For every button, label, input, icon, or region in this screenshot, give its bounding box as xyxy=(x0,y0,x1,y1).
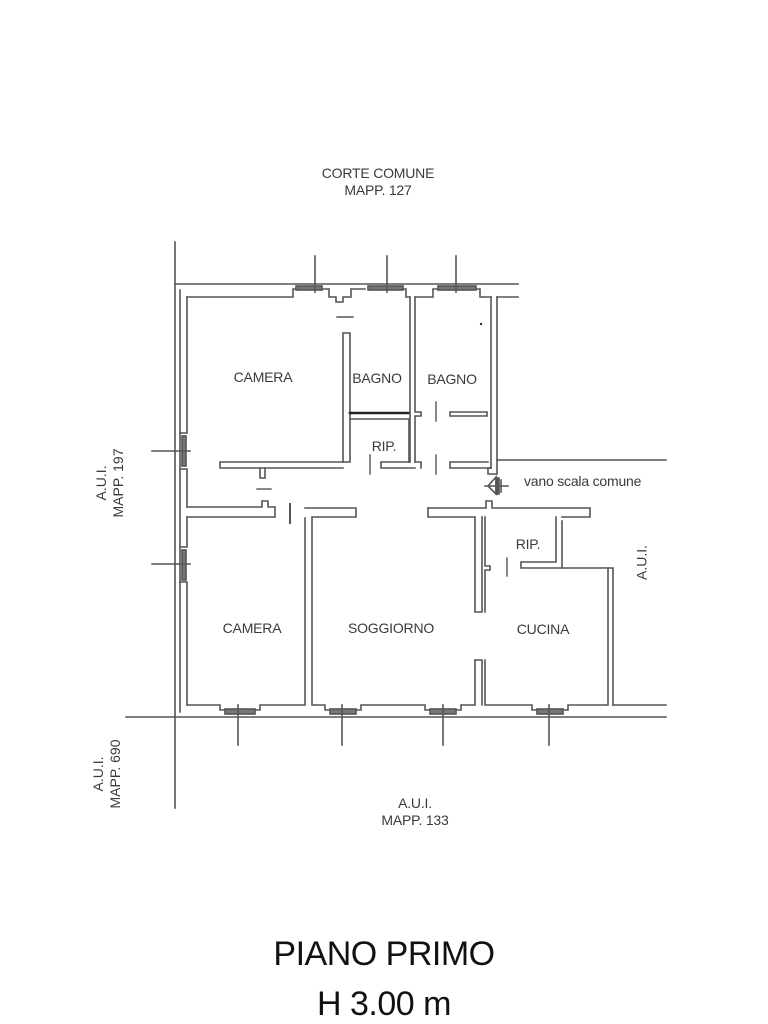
room-label-bagno-2: BAGNO xyxy=(427,371,477,387)
label-north-corte-comune: CORTE COMUNE MAPP. 127 xyxy=(321,165,435,199)
west-line1: A.U.I. xyxy=(93,465,109,501)
label-east-aui: A.U.I. xyxy=(634,533,651,593)
southwest-line2: MAPP. 690 xyxy=(107,739,123,809)
entry-door-icon xyxy=(484,474,509,496)
east-line1: A.U.I. xyxy=(633,545,650,581)
label-vano-scala-comune: vano scala comune xyxy=(524,473,641,490)
door-openings xyxy=(256,316,508,577)
room-label-bagno-1: BAGNO xyxy=(352,370,402,386)
property-boundary xyxy=(125,241,667,809)
room-label-camera-1: CAMERA xyxy=(233,369,293,385)
south-line2: MAPP. 133 xyxy=(381,812,449,828)
label-west-aui-197: A.U.I. MAPP. 197 xyxy=(93,428,127,538)
room-label-camera-2: CAMERA xyxy=(222,620,282,636)
room-label-cucina: CUCINA xyxy=(516,621,570,637)
interior-walls xyxy=(186,296,591,706)
north-line1: CORTE COMUNE xyxy=(321,165,435,181)
southwest-line1: A.U.I. xyxy=(90,756,106,792)
floor-title: PIANO PRIMO xyxy=(273,935,495,973)
south-line1: A.U.I. xyxy=(398,795,432,811)
room-label-rip-1: RIP. xyxy=(371,438,397,454)
north-line2: MAPP. 127 xyxy=(344,182,412,198)
stair-label: vano scala comune xyxy=(524,473,642,489)
label-southwest-aui-690: A.U.I. MAPP. 690 xyxy=(90,719,124,829)
room-label-rip-2: RIP. xyxy=(515,536,541,552)
floor-height: H 3.00 m xyxy=(317,985,451,1023)
windows xyxy=(151,255,564,746)
room-label-soggiorno: SOGGIORNO xyxy=(347,620,435,636)
west-line2: MAPP. 197 xyxy=(110,448,126,518)
label-south-aui-133: A.U.I. MAPP. 133 xyxy=(381,795,448,829)
exterior-walls xyxy=(179,288,667,713)
